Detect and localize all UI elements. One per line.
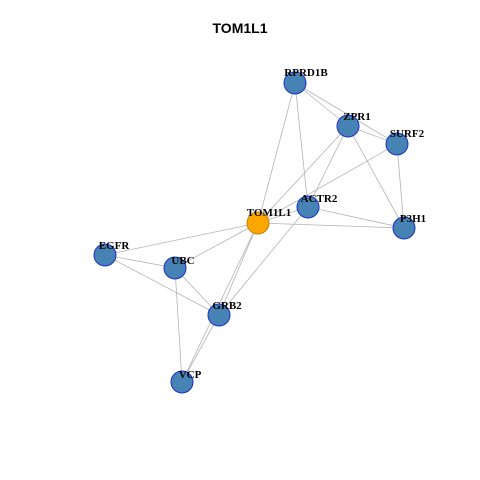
edge-actr2-grb2 (218, 206, 309, 316)
node-p3h1 (392, 216, 416, 240)
node-label-grb2: GRB2 (212, 300, 242, 312)
node-label-vcp: VCP (179, 369, 202, 381)
edge-rprd1b-actr2 (294, 82, 309, 208)
edge-zpr1-actr2 (307, 125, 349, 208)
edge-tom1l1-p3h1 (257, 222, 405, 229)
edge-actr2-p3h1 (307, 206, 405, 229)
node-actr2 (296, 195, 320, 219)
edge-rprd1b-surf2 (294, 82, 398, 145)
node-vcp (170, 370, 194, 394)
node-label-tom1l1: TOM1L1 (247, 207, 291, 219)
node-label-rprd1b: RPRD1B (284, 67, 328, 79)
edge-zpr1-tom1l1 (257, 125, 349, 224)
node-label-egfr: EGFR (99, 240, 131, 252)
node-surf2 (385, 132, 409, 156)
node-label-actr2: ACTR2 (301, 193, 338, 205)
edge-tom1l1-vcp (181, 222, 259, 383)
node-zpr1 (336, 114, 360, 138)
figure-title: TOM1L1 (212, 20, 268, 36)
edge-egfr-grb2 (104, 254, 220, 316)
edge-rprd1b-tom1l1 (257, 82, 296, 224)
node-grb2 (207, 303, 231, 327)
edge-surf2-p3h1 (396, 143, 405, 229)
edge-tom1l1-egfr (104, 222, 259, 256)
edge-zpr1-p3h1 (347, 125, 405, 229)
node-label-p3h1: P3H1 (400, 213, 426, 225)
nodes-layer (93, 71, 416, 394)
node-label-surf2: SURF2 (390, 128, 425, 140)
edge-tom1l1-grb2 (218, 222, 259, 316)
edge-ubc-vcp (174, 267, 183, 383)
edge-surf2-tom1l1 (257, 143, 398, 224)
edge-tom1l1-ubc (174, 222, 259, 269)
node-egfr (93, 243, 117, 267)
node-label-ubc: UBC (171, 255, 194, 267)
edge-egfr-ubc (104, 254, 176, 269)
node-rprd1b (283, 71, 307, 95)
edge-grb2-vcp (181, 314, 220, 383)
node-ubc (163, 256, 187, 280)
node-label-zpr1: ZPR1 (343, 111, 371, 123)
node-tom1l1 (246, 211, 270, 235)
